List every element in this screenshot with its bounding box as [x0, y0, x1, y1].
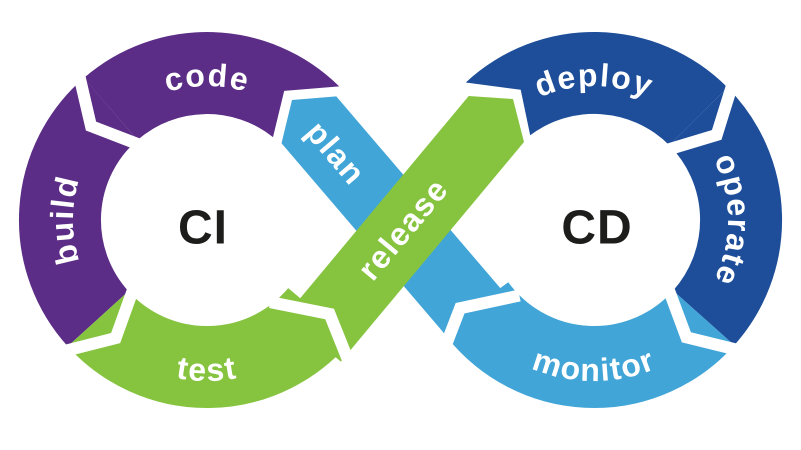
ci-loop — [18, 32, 351, 409]
code-arc-segment — [83, 32, 340, 140]
build-arc-segment — [18, 78, 139, 347]
ci-center-label: CI — [178, 202, 228, 255]
deploy-operate-chevron-cut — [656, 74, 741, 159]
deploy-arc-segment — [465, 31, 728, 146]
monitor-plan-chevron-cut — [432, 289, 521, 367]
monitor-arc-segment — [441, 281, 735, 408]
operate-monitor-chevron-cut — [659, 277, 748, 358]
cd-center-label: CD — [561, 202, 632, 255]
release-band-arrow — [285, 96, 524, 362]
test-label: test — [175, 349, 240, 388]
code-build-chevron-cut — [71, 64, 151, 154]
test-release-chevron-cut — [269, 296, 358, 373]
test-arc-segment — [67, 287, 351, 409]
build-test-chevron-cut — [54, 278, 143, 359]
